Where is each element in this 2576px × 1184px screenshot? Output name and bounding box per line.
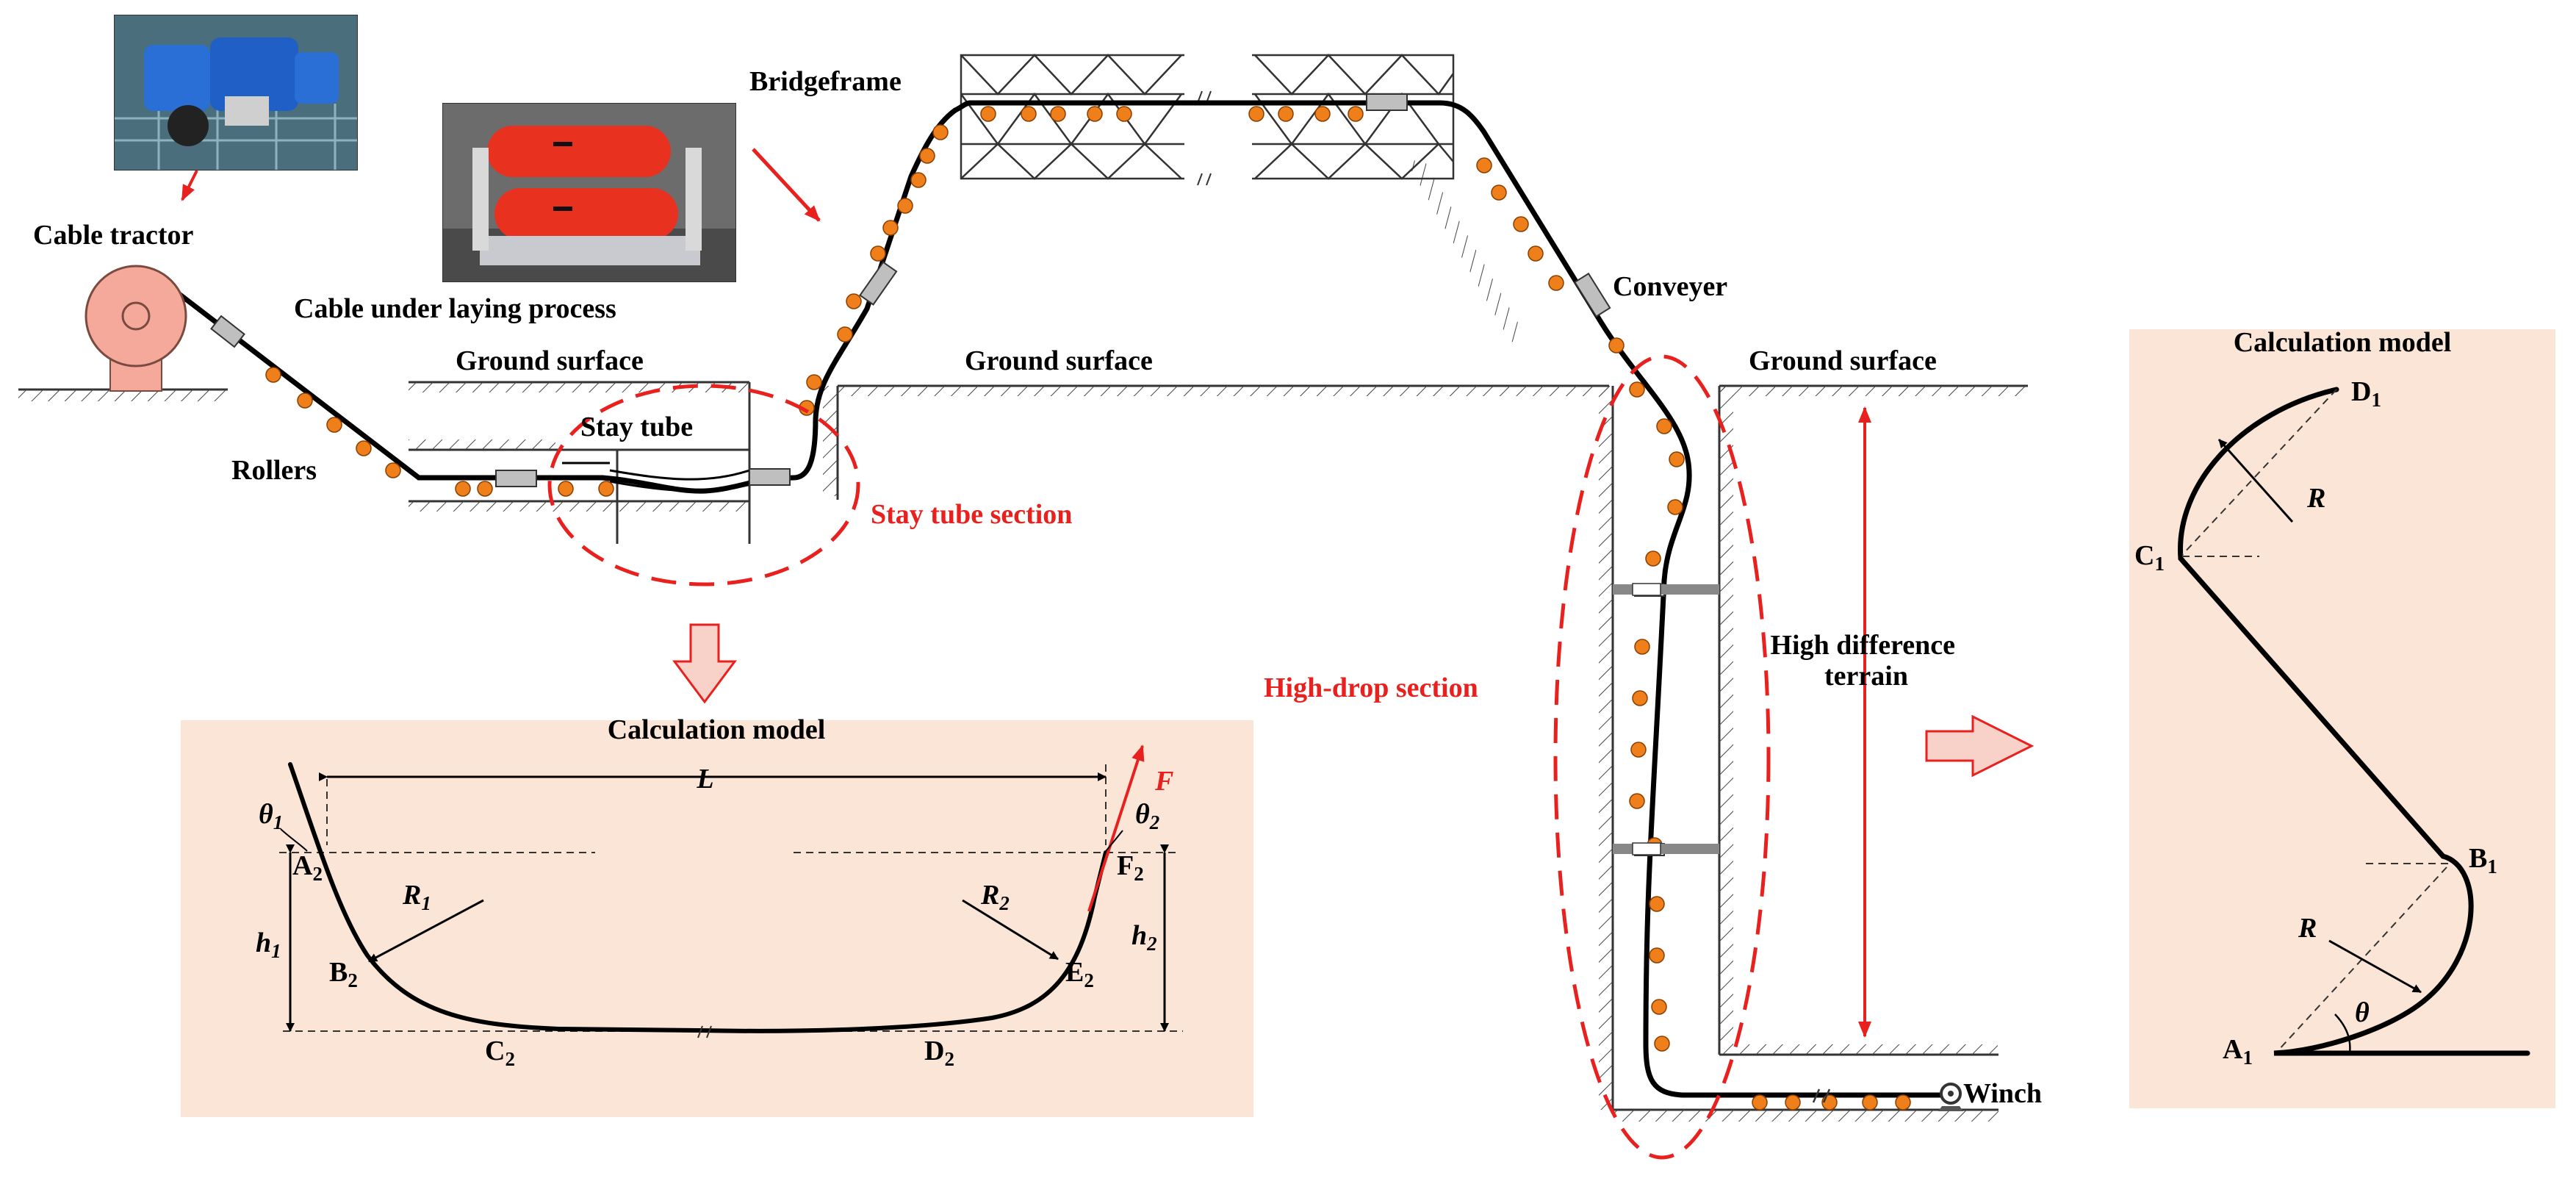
left-model-D2: D2 [924, 1036, 954, 1070]
label-cable-under-laying: Cable under laying process [294, 293, 616, 324]
down-block-arrow [672, 623, 737, 704]
left-model-R1: R1 [402, 880, 431, 914]
conveyer-photo [442, 103, 736, 282]
photo-arrow-conveyer [752, 148, 821, 222]
label-high-difference: High difference terrain [1770, 630, 1962, 692]
cable-tractor-photo [114, 15, 358, 171]
right-model-B1: B1 [2469, 843, 2497, 878]
left-model-drawing [279, 745, 1183, 1038]
right-model-title: Calculation model [2234, 327, 2452, 358]
label-winch: Winch [1963, 1078, 2042, 1109]
left-model-title: Calculation model [608, 714, 826, 745]
stay-tube [562, 462, 750, 492]
bridgeframe-break-mask [1184, 51, 1252, 184]
photo-arrow-tractor [181, 170, 198, 201]
right-model-R-top: R [2306, 483, 2325, 514]
left-model-A2: A2 [292, 850, 323, 885]
label-high-drop-section: High-drop section [1264, 672, 1478, 703]
label-rollers: Rollers [231, 455, 317, 486]
right-model-C1: C1 [2134, 540, 2165, 575]
label-ground-surface-2: Ground surface [965, 345, 1153, 376]
rollers [265, 106, 1911, 1111]
right-block-arrow [1925, 714, 2034, 778]
left-model-F2: F2 [1117, 850, 1144, 885]
cable-tractor [84, 265, 187, 392]
cable-tractor-photo-art [115, 15, 357, 170]
winch [1938, 1083, 1963, 1111]
label-conveyer: Conveyer [1613, 271, 1727, 302]
right-model-drawing [2178, 387, 2530, 1056]
left-model-panel [181, 720, 1253, 1117]
right-model-panel [2129, 329, 2555, 1108]
left-model-R2: R2 [980, 880, 1010, 914]
label-ground-surface-1: Ground surface [456, 345, 644, 376]
right-model-R-bottom: R [2298, 913, 2317, 944]
conveyer-photo-art [443, 104, 735, 281]
label-bridgeframe: Bridgeframe [749, 66, 902, 97]
stay-tube-section-ellipse [547, 384, 860, 586]
left-model-B2: B2 [329, 957, 358, 991]
crossbar-gap-1 [1632, 583, 1661, 596]
left-model-F: F [1154, 766, 1173, 797]
left-model-E2: E2 [1065, 957, 1094, 991]
label-stay-tube: Stay tube [580, 412, 693, 442]
left-model-C2: C2 [485, 1036, 515, 1070]
shaft-crossbars [1613, 584, 1719, 854]
right-model-A1: A1 [2223, 1034, 2253, 1069]
left-model-theta1: θ1 [259, 799, 283, 833]
left-model-h2: h2 [1132, 920, 1157, 955]
left-model-h1: h1 [256, 928, 281, 962]
label-cable-tractor: Cable tractor [33, 220, 194, 251]
left-model-theta2: θ2 [1135, 799, 1159, 833]
high-drop-section-ellipse [1553, 354, 1771, 1160]
cable-break-marks [1812, 1088, 1831, 1103]
label-stay-tube-section: Stay tube section [871, 499, 1072, 530]
crossbar-gap-2 [1632, 842, 1661, 855]
right-model-theta: θ [2355, 997, 2370, 1028]
left-model-L: L [696, 764, 713, 794]
right-model-D1: D1 [2351, 376, 2381, 411]
label-ground-surface-3: Ground surface [1749, 345, 1937, 376]
